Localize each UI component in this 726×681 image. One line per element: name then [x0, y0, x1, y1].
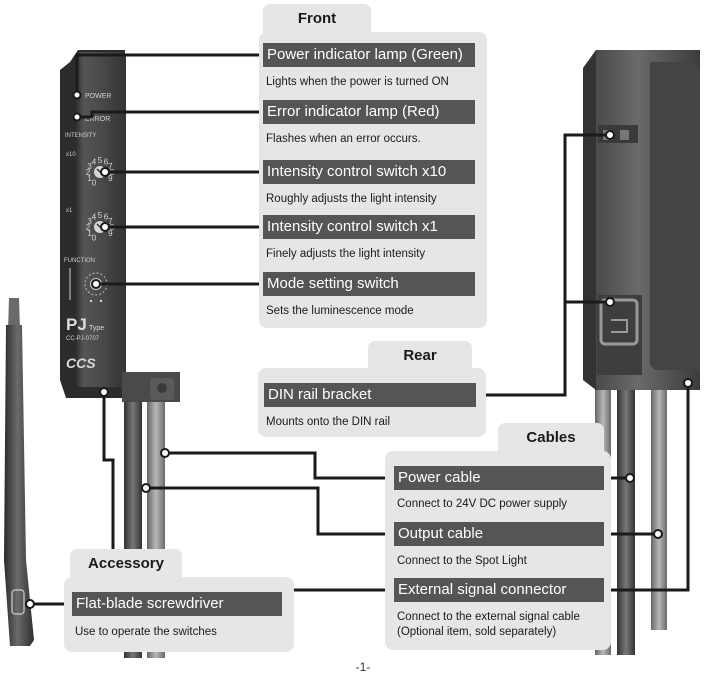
intensity-x10-desc: Roughly adjusts the light intensity — [266, 193, 437, 205]
power-lamp-desc: Lights when the power is turned ON — [266, 76, 449, 88]
device-label-error: ERROR — [85, 116, 110, 123]
error-lamp-label: Error indicator lamp (Red) — [263, 100, 475, 124]
dial-digit: 4 — [92, 213, 97, 222]
dial-digit: 2 — [86, 168, 91, 177]
dial-digit: 3 — [87, 162, 92, 171]
accessory-section-tab: Accessory — [70, 549, 182, 579]
dial-digit: 1 — [87, 174, 92, 183]
device-label-function: FUNCTION — [64, 258, 95, 264]
model-name: PJ — [66, 315, 87, 334]
brand-logo: CCS — [66, 355, 96, 371]
dial-digit: 7 — [108, 162, 113, 171]
leader-dots — [25, 90, 693, 609]
dial-digit: 5 — [98, 211, 103, 220]
cables-section-tab: Cables — [498, 423, 604, 453]
dial-digit: 4 — [92, 158, 97, 167]
dial-digit: 1 — [87, 229, 92, 238]
dial-digit: 9 — [108, 174, 113, 183]
external-connector-desc-line1: Connect to the external signal cable — [397, 611, 580, 623]
mode-switch-label: Mode setting switch — [263, 272, 475, 296]
device-label-x1: x1 — [66, 208, 73, 214]
intensity-x1-desc: Finely adjusts the light intensity — [266, 248, 426, 260]
power-lamp-label: Power indicator lamp (Green) — [263, 43, 475, 67]
dial-digit: 7 — [108, 217, 113, 226]
screwdriver-desc: Use to operate the switches — [75, 626, 217, 638]
dial-digit: 9 — [108, 229, 113, 238]
page-number: -1- — [355, 660, 371, 674]
device-label-power: POWER — [85, 93, 111, 100]
dial-digit: 0 — [92, 178, 97, 187]
intensity-x10-label: Intensity control switch x10 — [263, 160, 475, 184]
output-cable-label: Output cable — [394, 522, 604, 546]
screwdriver-label: Flat-blade screwdriver — [72, 592, 282, 616]
device-label-x10: x10 — [66, 152, 76, 158]
din-bracket-label: DIN rail bracket — [264, 383, 476, 407]
output-cable-desc: Connect to the Spot Light — [397, 555, 527, 567]
din-bracket-desc: Mounts onto the DIN rail — [266, 416, 391, 428]
screwdriver-drawing — [4, 298, 34, 646]
error-lamp-desc: Flashes when an error occurs. — [266, 133, 421, 145]
dial-digit: 0 — [92, 233, 97, 242]
leader-lines — [30, 53, 690, 606]
dial-digit: 6 — [104, 213, 109, 222]
part-number: CC-PJ-0707 — [66, 336, 100, 342]
front-section-tab: Front — [263, 4, 371, 34]
model-type: Type — [89, 325, 104, 332]
dial-digit: 6 — [104, 158, 109, 167]
dial-digit: 5 — [98, 156, 103, 165]
dial-digit: 2 — [86, 223, 91, 232]
mode-switch-desc: Sets the luminescence mode — [266, 305, 414, 317]
din-bracket-shape — [597, 295, 642, 375]
dial-digit: 3 — [87, 217, 92, 226]
external-connector-desc-line2: (Optional item, sold separately) — [397, 626, 557, 638]
intensity-x1-label: Intensity control switch x1 — [263, 215, 475, 239]
front-unit: POWER ERROR INTENSITY x10 x1 FUNCTION 01… — [60, 50, 180, 402]
device-label-intensity: INTENSITY — [65, 133, 96, 139]
external-connector-label: External signal connector — [394, 578, 604, 602]
power-cable-label: Power cable — [394, 466, 604, 490]
power-cable-desc: Connect to 24V DC power supply — [397, 498, 568, 510]
rear-section-tab: Rear — [368, 341, 472, 371]
